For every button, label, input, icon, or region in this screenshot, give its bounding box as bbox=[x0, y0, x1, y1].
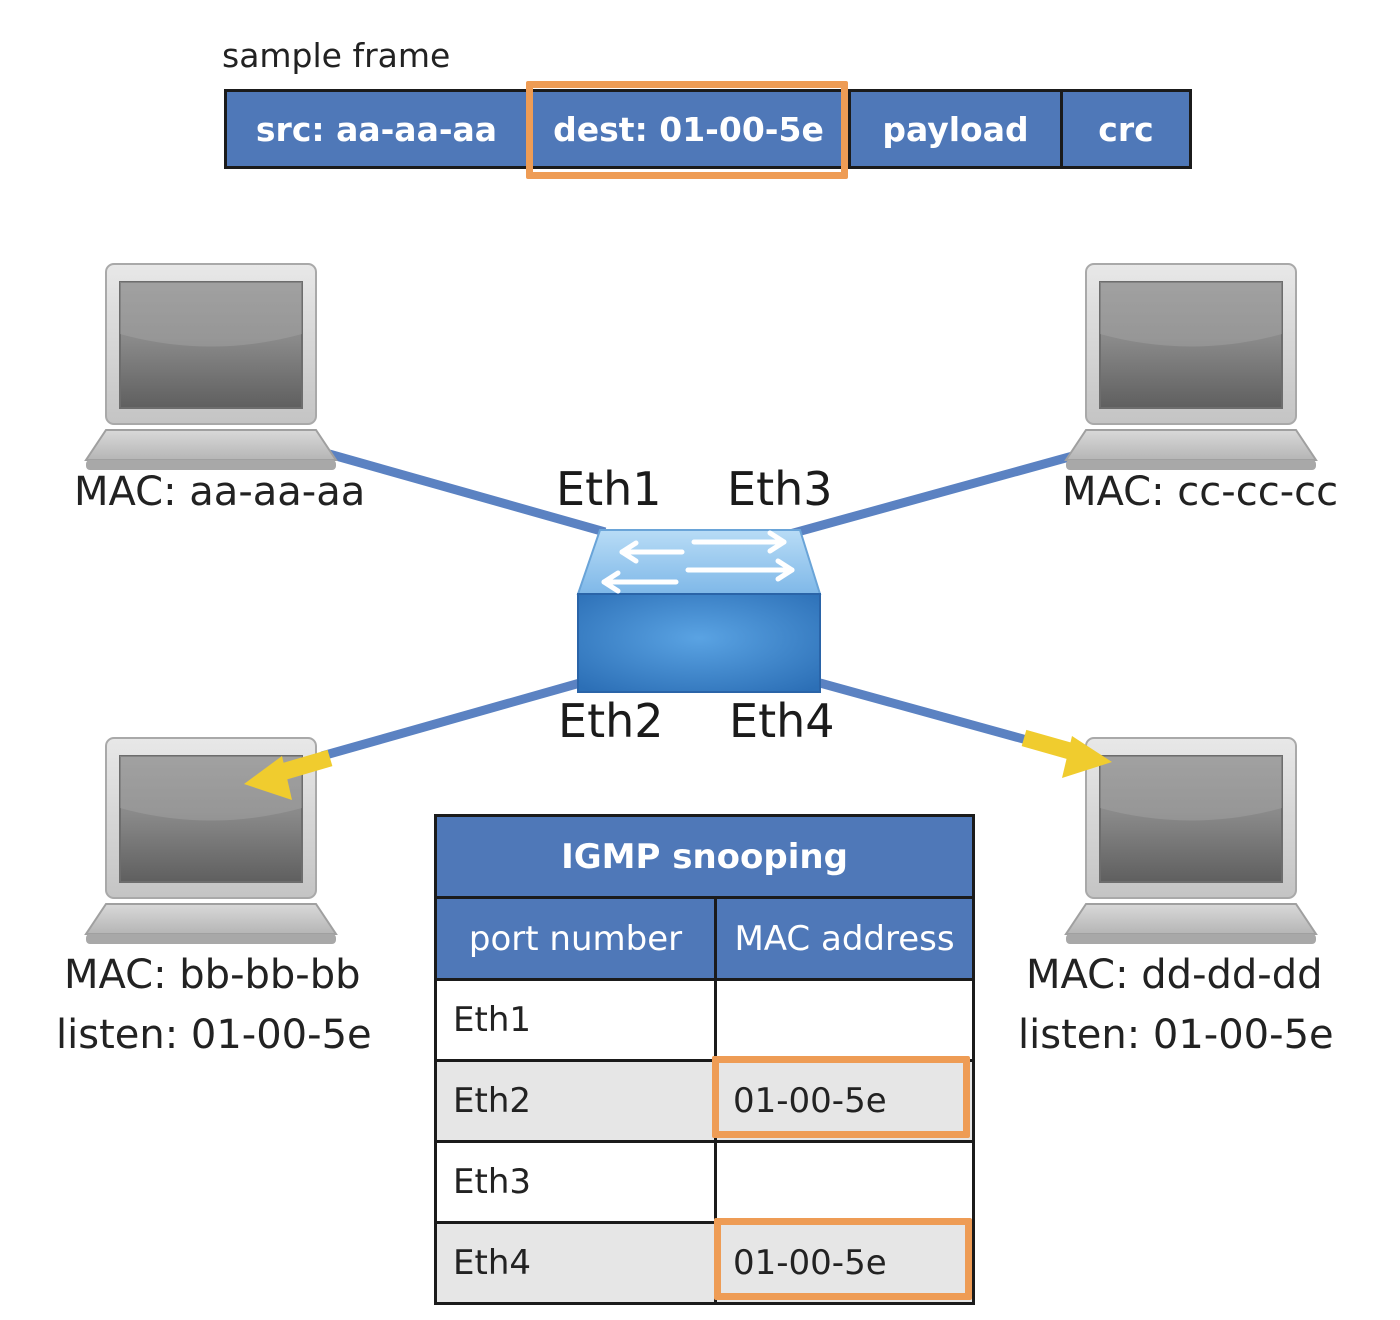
mac-cell: 01-00-5e bbox=[714, 1059, 975, 1143]
switch-icon bbox=[576, 529, 822, 693]
link-host-a-eth1 bbox=[320, 447, 607, 537]
eth2-mac-highlight bbox=[712, 1056, 970, 1138]
laptop-icon-host-d bbox=[1065, 737, 1317, 945]
port-label-eth4: Eth4 bbox=[729, 694, 835, 748]
frame-caption: sample frame bbox=[222, 36, 451, 75]
port-label-eth2: Eth2 bbox=[558, 694, 664, 748]
host-d-mac-label: MAC: dd-dd-dd bbox=[1026, 952, 1323, 998]
frame-field-crc: crc bbox=[1063, 92, 1189, 166]
frame-field-payload: payload bbox=[851, 92, 1063, 166]
link-host-d-eth4 bbox=[818, 678, 1047, 750]
sample-frame: src: aa-aa-aa dest: 01-00-5e payload crc bbox=[224, 89, 1192, 169]
port-cell: Eth4 bbox=[434, 1221, 717, 1305]
dest-field-highlight bbox=[526, 81, 848, 179]
column-header-port: port number bbox=[434, 896, 717, 981]
frame-field-dest: dest: 01-00-5e bbox=[529, 92, 851, 166]
host-a-mac-label: MAC: aa-aa-aa bbox=[74, 469, 366, 515]
network-links bbox=[320, 447, 1082, 761]
link-host-c-eth3 bbox=[788, 449, 1082, 539]
frame-field-src: src: aa-aa-aa bbox=[227, 92, 529, 166]
table-title: IGMP snooping bbox=[434, 814, 975, 899]
column-header-mac: MAC address bbox=[714, 896, 975, 981]
eth4-mac-highlight bbox=[714, 1218, 972, 1300]
table-row: Eth1 bbox=[434, 978, 975, 1062]
port-label-eth3: Eth3 bbox=[727, 462, 833, 516]
port-cell: Eth2 bbox=[434, 1059, 717, 1143]
table-row: Eth2 01-00-5e bbox=[434, 1059, 975, 1143]
port-cell: Eth1 bbox=[434, 978, 717, 1062]
link-host-b-eth2 bbox=[320, 678, 582, 761]
forward-arrow-icon-eth4 bbox=[1021, 729, 1112, 778]
mac-cell bbox=[714, 978, 975, 1062]
host-d-listen-label: listen: 01-00-5e bbox=[1018, 1012, 1334, 1058]
host-b-listen-label: listen: 01-00-5e bbox=[56, 1012, 372, 1058]
port-cell: Eth3 bbox=[434, 1140, 717, 1224]
table-row: Eth3 bbox=[434, 1140, 975, 1224]
laptop-icon-host-c bbox=[1065, 263, 1317, 471]
port-label-eth1: Eth1 bbox=[556, 462, 662, 516]
host-c-mac-label: MAC: cc-cc-cc bbox=[1062, 469, 1339, 515]
laptop-icon-host-a bbox=[85, 263, 337, 471]
forward-arrow-icon-eth2 bbox=[244, 749, 333, 800]
switch-arrows-icon bbox=[601, 530, 795, 594]
host-b-mac-label: MAC: bb-bb-bb bbox=[64, 952, 361, 998]
mac-cell bbox=[714, 1140, 975, 1224]
